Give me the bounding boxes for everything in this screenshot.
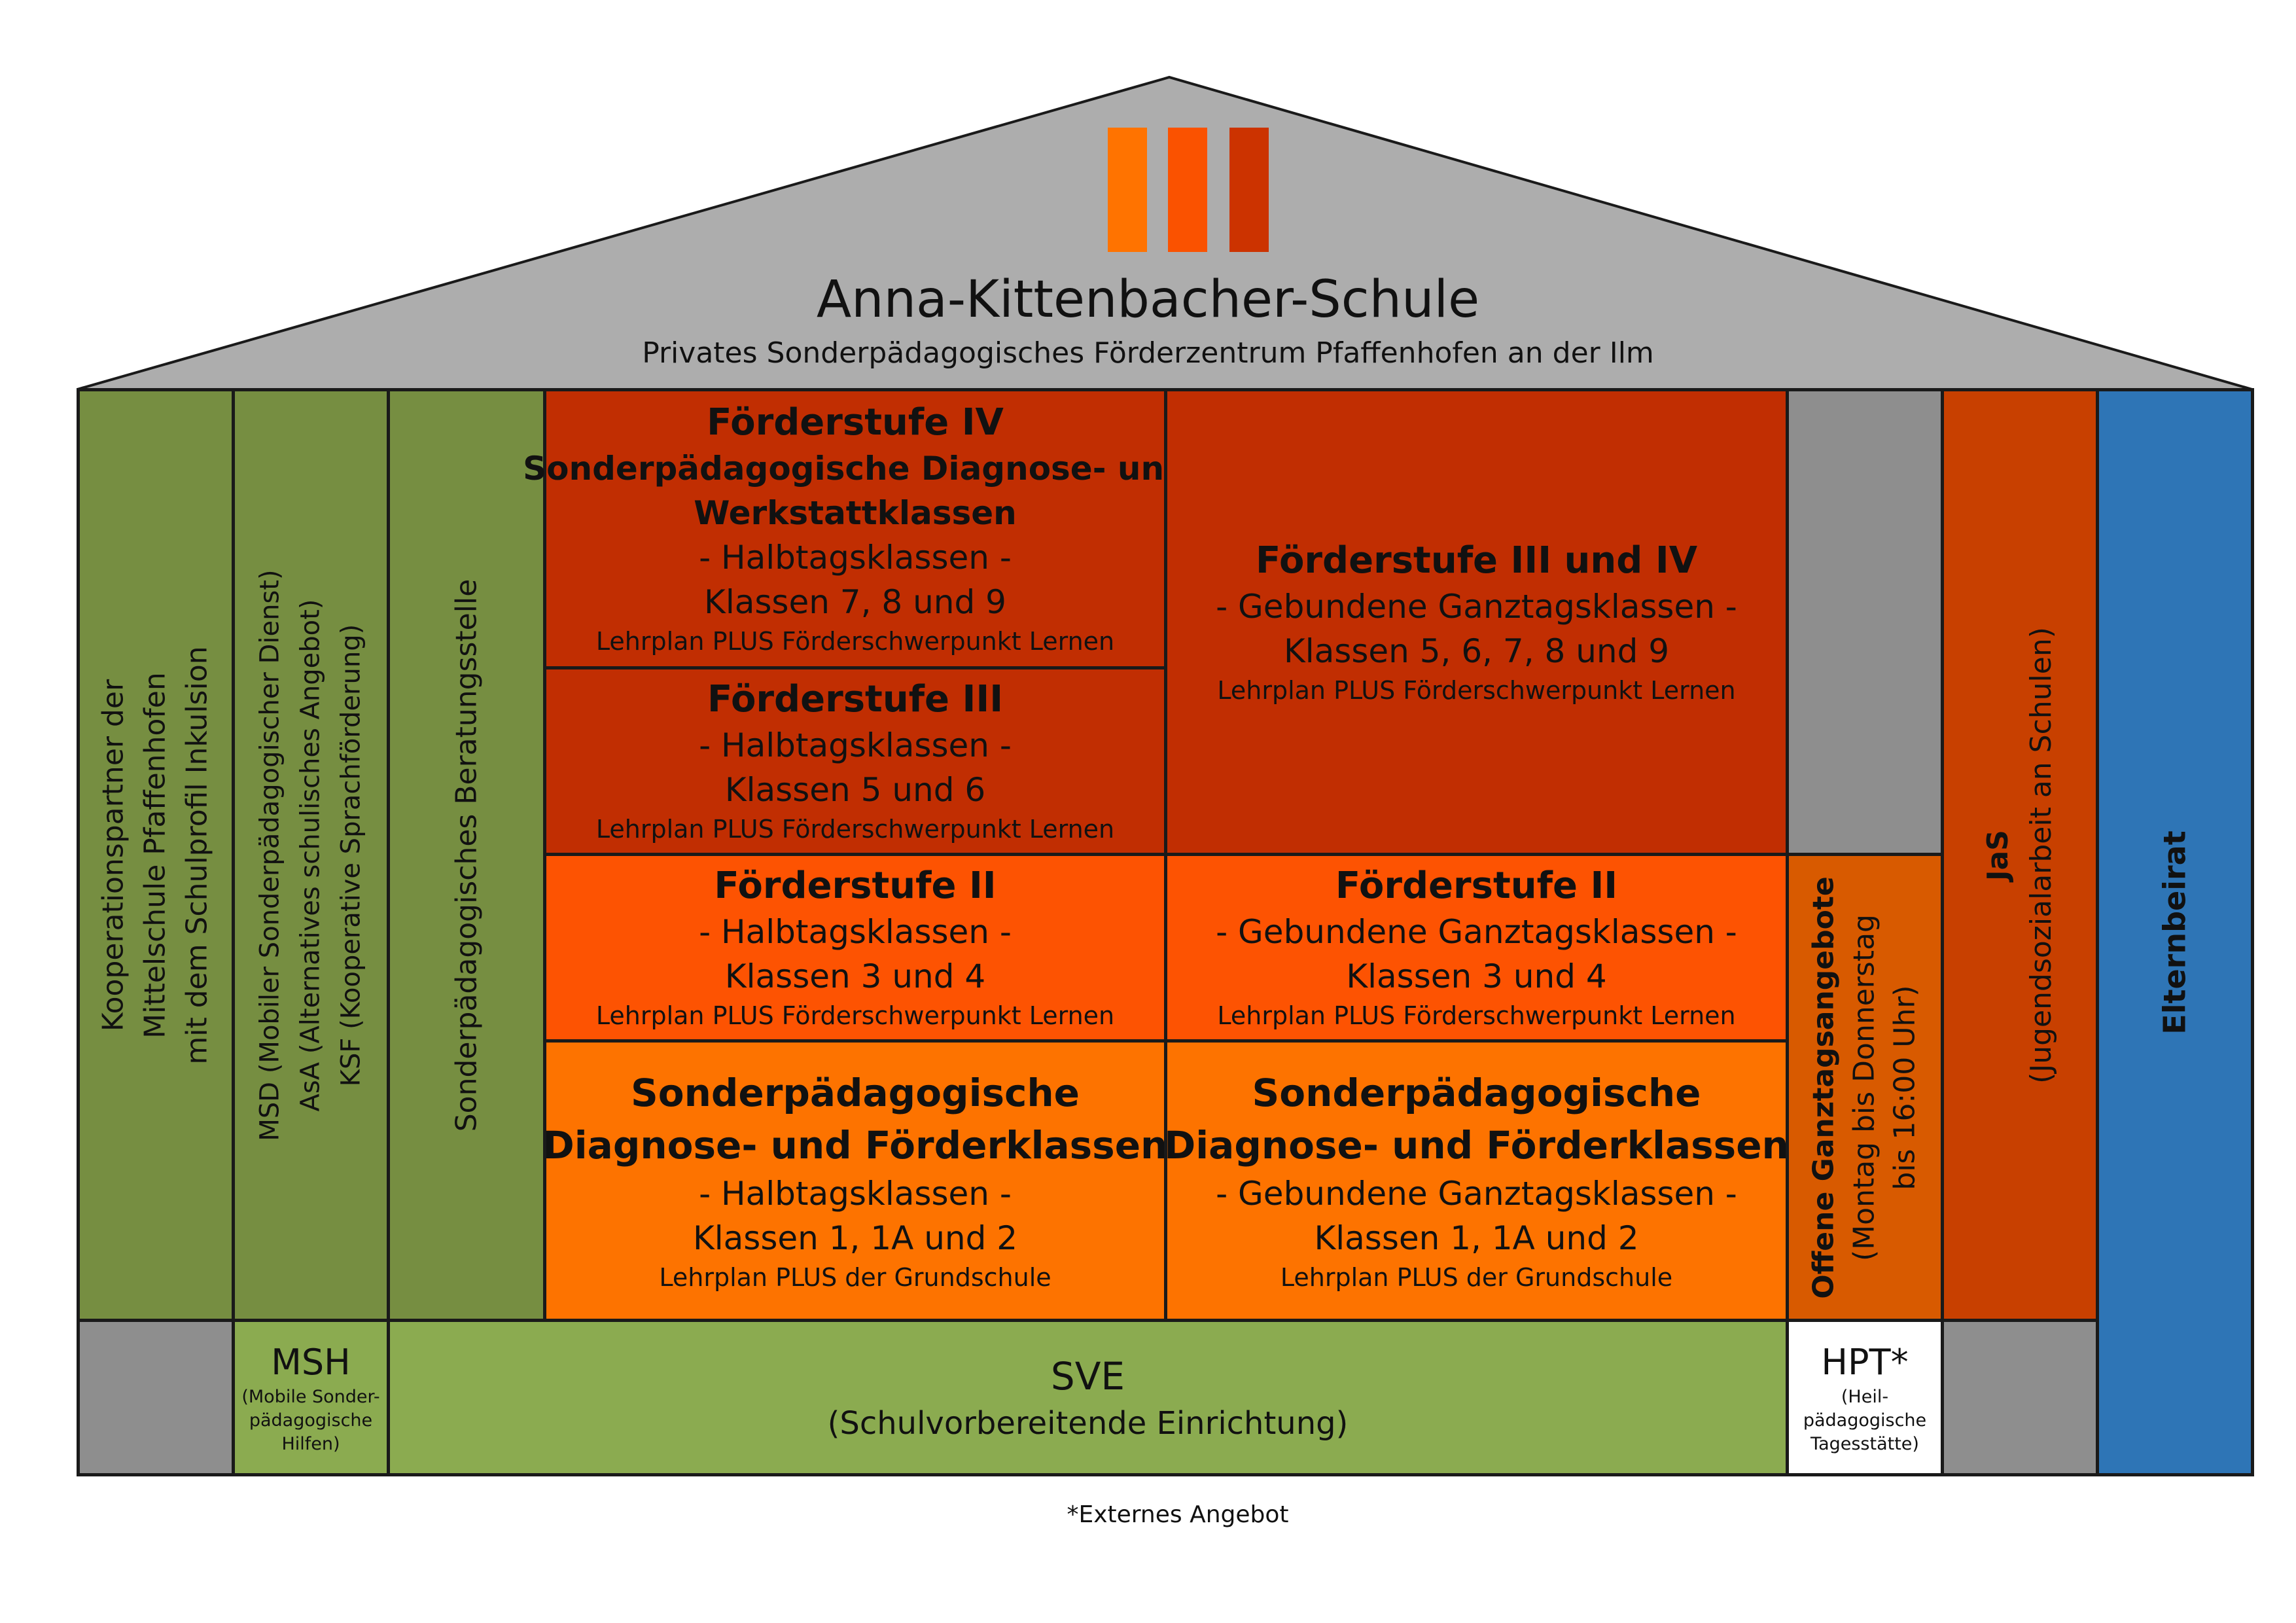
- fs34-grades: Klassen 5, 6, 7, 8 und 9: [1283, 632, 1670, 670]
- dfk-half-grades: Klassen 1, 1A und 2: [692, 1219, 1018, 1257]
- dfk-half-curriculum: Lehrplan PLUS der Grundschule: [659, 1263, 1051, 1292]
- beratung-line: Sonderpädagogisches Beratungsstelle: [450, 579, 483, 1132]
- box-foerderstufe-2-full: Förderstufe II - Gebundene Ganztagsklass…: [1164, 853, 1789, 1043]
- footnote: *Externes Angebot: [1067, 1501, 1289, 1528]
- fs2-half-grades: Klassen 3 und 4: [724, 957, 986, 995]
- gray-block-bottom-right: [1941, 1319, 2099, 1476]
- fs3-curriculum: Lehrplan PLUS Förderschwerpunkt Lernen: [595, 815, 1115, 844]
- dfk-half-title-2: Diagnose- und Förderklassen: [542, 1123, 1168, 1168]
- offene-line-2: (Montag bis Donnerstag: [1848, 914, 1882, 1261]
- box-dfk-full: Sonderpädagogische Diagnose- und Förderk…: [1164, 1039, 1789, 1322]
- jas-line-2: (Jugendsozialarbeit an Schulen): [2024, 626, 2058, 1084]
- pillar-kooperation: [77, 388, 235, 1322]
- gray-block-top-right: [1786, 388, 1944, 856]
- dfk-full-grades: Klassen 1, 1A und 2: [1314, 1219, 1639, 1257]
- fs4-subtitle-1: Sonderpädagogische Diagnose- und: [523, 450, 1188, 488]
- pillar-offene-ganztag: [1786, 853, 1944, 1322]
- msd-line-3: KSF (Kooperative Sprachförderung): [336, 624, 366, 1086]
- sve-subtitle: (Schulvorbereitende Einrichtung): [827, 1404, 1349, 1442]
- msh-line-1: (Mobile Sonder-: [241, 1386, 380, 1407]
- box-foerderstufe-3-4: Förderstufe III und IV - Gebundene Ganzt…: [1164, 388, 1789, 856]
- fs2-half-type: - Halbtagsklassen -: [699, 913, 1012, 951]
- logo-bar-1: [1108, 128, 1147, 252]
- box-foerderstufe-3: Förderstufe III - Halbtagsklassen - Klas…: [543, 666, 1167, 856]
- fs2-full-curriculum: Lehrplan PLUS Förderschwerpunkt Lernen: [1217, 1001, 1736, 1030]
- fs2-full-grades: Klassen 3 und 4: [1346, 957, 1607, 995]
- hpt-line-3: Tagesstätte): [1810, 1433, 1919, 1454]
- box-foerderstufe-4: Förderstufe IV Sonderpädagogische Diagno…: [523, 388, 1188, 669]
- box-hpt: HPT* (Heil- pädagogische Tagesstätte): [1786, 1319, 1944, 1476]
- logo-bar-2: [1168, 128, 1207, 252]
- fs2-half-curriculum: Lehrplan PLUS Förderschwerpunkt Lernen: [595, 1001, 1115, 1030]
- school-subtitle: Privates Sonderpädagogisches Förderzentr…: [642, 336, 1654, 370]
- offene-text: Offene Ganztagsangebote (Montag bis Donn…: [1804, 876, 1926, 1298]
- box-foerderstufe-2-half: Förderstufe II - Halbtagsklassen - Klass…: [543, 853, 1167, 1043]
- offene-line-1: Offene Ganztagsangebote: [1807, 876, 1841, 1299]
- fs4-title: Förderstufe IV: [707, 401, 1004, 444]
- dfk-full-type: - Gebundene Ganztagsklassen -: [1216, 1175, 1737, 1213]
- dfk-half-title-1: Sonderpädagogische: [631, 1071, 1080, 1115]
- elternbeirat-label: Elternbeirat: [2157, 830, 2193, 1035]
- fs2-half-title: Förderstufe II: [714, 865, 997, 907]
- dfk-half-type: - Halbtagsklassen -: [699, 1175, 1012, 1213]
- fs34-curriculum: Lehrplan PLUS Förderschwerpunkt Lernen: [1217, 675, 1736, 705]
- sve-title: SVE: [1050, 1353, 1125, 1399]
- fs3-grades: Klassen 5 und 6: [724, 771, 986, 809]
- fs3-type: - Halbtagsklassen -: [699, 726, 1012, 764]
- kooperation-line-1: Kooperationspartner der: [97, 679, 130, 1031]
- msh-line-2: pädagogische: [249, 1410, 373, 1431]
- dfk-full-title-1: Sonderpädagogische: [1252, 1071, 1701, 1115]
- jas-text: JaS (Jugendsozialarbeit an Schulen): [1977, 627, 2063, 1084]
- fs4-type: - Halbtagsklassen -: [699, 539, 1012, 577]
- msh-line-3: Hilfen): [281, 1433, 340, 1454]
- kooperation-line-3: mit dem Schulprofil Inkulsion: [181, 645, 214, 1065]
- fs2-full-title: Förderstufe II: [1335, 865, 1618, 907]
- msd-text: MSD (Mobiler Sonderpädagogischer Dienst)…: [250, 569, 372, 1141]
- box-dfk-half: Sonderpädagogische Diagnose- und Förderk…: [543, 1039, 1167, 1322]
- msd-line-1: MSD (Mobiler Sonderpädagogischer Dienst): [255, 569, 285, 1141]
- gray-block-bottom-left: [77, 1319, 235, 1476]
- school-title: Anna-Kittenbacher-Schule: [816, 270, 1480, 329]
- hpt-title: HPT*: [1821, 1341, 1909, 1383]
- hpt-line-2: pädagogische: [1803, 1410, 1927, 1431]
- pillar-elternbeirat: [2096, 388, 2254, 1476]
- jas-line-1: JaS: [1981, 829, 2015, 881]
- pillar-jas: [1941, 388, 2099, 1322]
- hpt-line-1: (Heil-: [1841, 1386, 1889, 1407]
- fs2-full-type: - Gebundene Ganztagsklassen -: [1216, 913, 1737, 951]
- fs4-curriculum: Lehrplan PLUS Förderschwerpunkt Lernen: [595, 627, 1115, 656]
- fs34-type: - Gebundene Ganztagsklassen -: [1216, 587, 1737, 626]
- fs4-grades: Klassen 7, 8 und 9: [704, 583, 1006, 621]
- fs3-title: Förderstufe III: [707, 678, 1004, 721]
- kooperation-text: Kooperationspartner der Mittelschule Pfa…: [93, 646, 219, 1064]
- pillar-msd: [232, 388, 390, 1322]
- msd-line-2: AsA (Alternatives schulisches Angebot): [296, 599, 326, 1111]
- fs4-subtitle-2: Werkstattklassen: [694, 494, 1017, 532]
- logo-bar-3: [1229, 128, 1269, 252]
- box-msh: MSH (Mobile Sonder- pädagogische Hilfen): [232, 1319, 390, 1476]
- box-sve: SVE (Schulvorbereitende Einrichtung): [387, 1319, 1789, 1476]
- dfk-full-title-2: Diagnose- und Förderklassen: [1164, 1123, 1789, 1168]
- msh-title: MSH: [271, 1341, 351, 1383]
- fs34-title: Förderstufe III und IV: [1255, 539, 1698, 582]
- beratung-text: Sonderpädagogisches Beratungsstelle: [447, 579, 486, 1132]
- offene-line-3: bis 16:00 Uhr): [1888, 984, 1922, 1190]
- kooperation-line-2: Mittelschule Pfaffenhofen: [139, 671, 172, 1039]
- elternbeirat-text: Elternbeirat: [2155, 830, 2195, 1034]
- dfk-full-curriculum: Lehrplan PLUS der Grundschule: [1280, 1263, 1673, 1292]
